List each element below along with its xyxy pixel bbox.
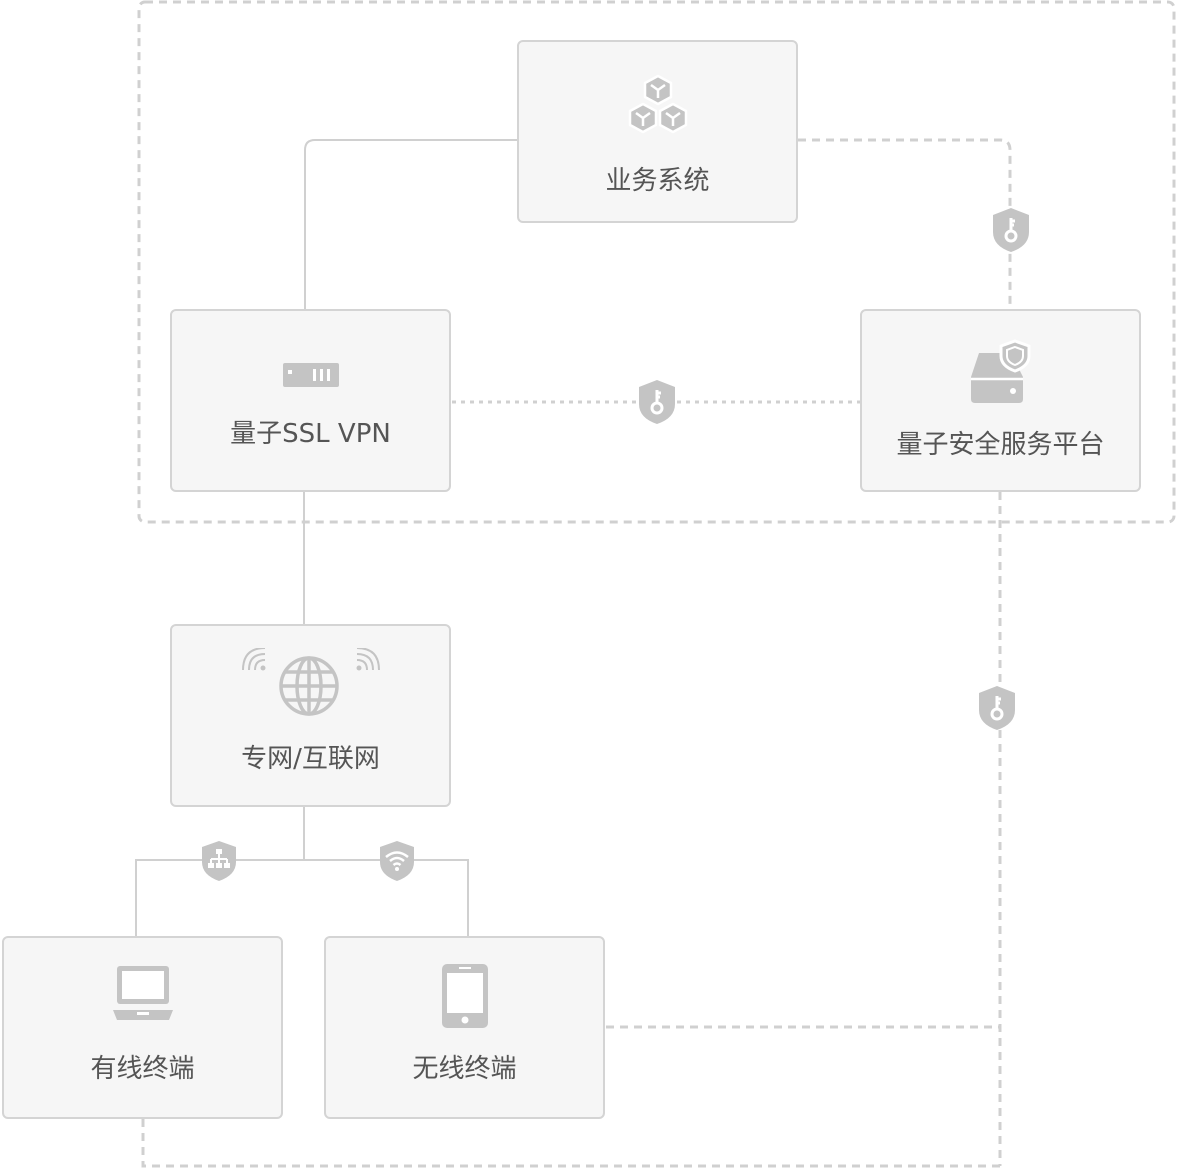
private-internet-label: 专网/互联网 (241, 744, 380, 774)
wired-terminal-node: 有线终端 (2, 936, 283, 1119)
quantum-security-platform-label: 量子安全服务平台 (896, 430, 1105, 460)
globe-signal-icon (241, 648, 380, 716)
quantum-security-platform-node: 量子安全服务平台 (860, 309, 1141, 492)
private-internet-node: 专网/互联网 (170, 624, 451, 807)
link-network-terminals (135, 806, 469, 937)
quantum-ssl-vpn-node: 量子SSL VPN (170, 309, 451, 492)
wireless-terminal-label: 无线终端 (412, 1054, 517, 1084)
shield-key-icon (639, 380, 675, 424)
secure-drive-icon (970, 339, 1030, 403)
shield-key-icon (979, 686, 1015, 730)
business-system-label: 业务系统 (605, 166, 710, 196)
shield-wifi-icon (380, 841, 414, 881)
secure-zone-boundary (137, 0, 1176, 524)
laptop-icon (112, 966, 173, 1020)
link-vpn-business (304, 139, 518, 310)
shield-key-icon (993, 208, 1029, 252)
business-system-node: 业务系统 (517, 40, 798, 223)
cubes-icon (628, 74, 687, 134)
server-rack-icon (282, 363, 339, 387)
wireless-terminal-node: 无线终端 (324, 936, 605, 1119)
tablet-icon (441, 964, 488, 1028)
quantum-ssl-vpn-label: 量子SSL VPN (230, 419, 391, 449)
wired-terminal-label: 有线终端 (90, 1054, 195, 1084)
shield-network-icon (202, 841, 236, 881)
link-wired-platform (141, 1119, 1000, 1168)
link-business-platform (798, 138, 1012, 310)
